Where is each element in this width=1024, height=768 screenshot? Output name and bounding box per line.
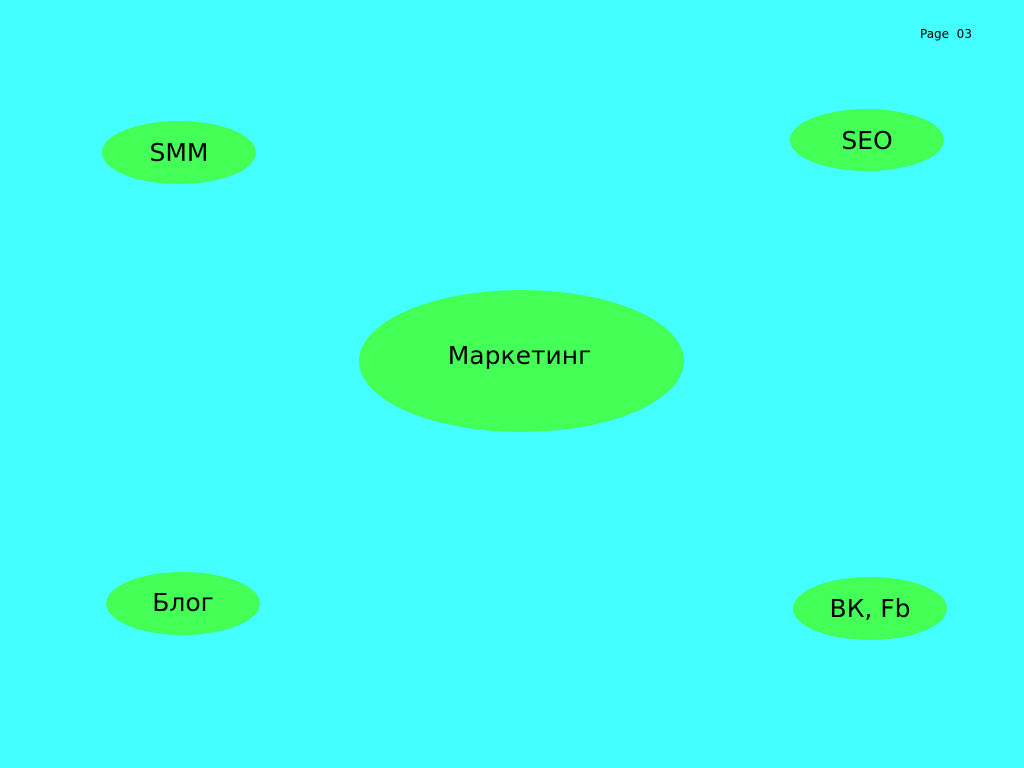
branch-node-seo: SEO xyxy=(790,109,944,171)
central-node-marketing: Маркетинг xyxy=(359,290,684,432)
branch-label-blog: Блог xyxy=(152,588,214,617)
branch-label-seo: SEO xyxy=(841,125,893,155)
branch-label-social: ВК, Fb xyxy=(829,594,911,623)
branch-label-smm: SMM xyxy=(149,138,209,167)
branch-node-blog: Блог xyxy=(106,572,260,635)
page-number: Page 03 xyxy=(920,27,972,41)
branch-node-smm: SMM xyxy=(102,121,256,184)
central-node-label: Маркетинг xyxy=(447,340,592,370)
branch-node-social: ВК, Fb xyxy=(793,577,947,640)
